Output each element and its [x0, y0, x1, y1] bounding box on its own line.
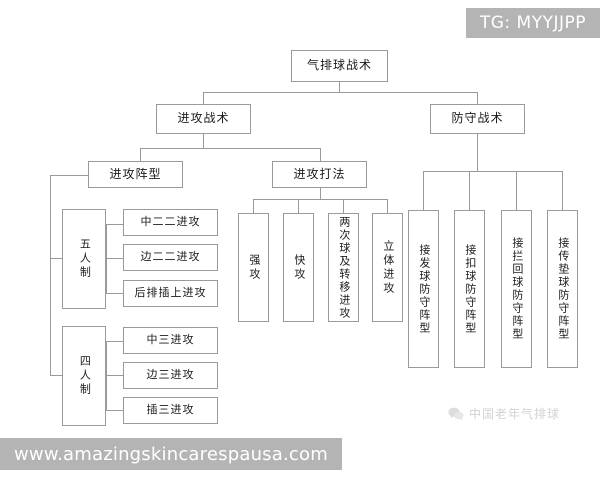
connector-method-stem-4 — [387, 199, 388, 213]
node-four-person-system[interactable]: 四人制 — [62, 326, 106, 426]
connector-offense-stem — [203, 92, 204, 104]
connector-four-vertical — [106, 341, 107, 410]
node-offense-formation[interactable]: 进攻阵型 — [88, 161, 183, 188]
connector-five-child-1 — [106, 224, 123, 225]
connector-method-stem-1 — [253, 199, 254, 213]
node-defense-formation-1[interactable]: 接发球防守阵型 — [408, 210, 439, 368]
wechat-icon — [448, 407, 464, 421]
node-defense-formation-2[interactable]: 接扣球防守阵型 — [454, 210, 485, 368]
node-attack-method-2[interactable]: 快攻 — [283, 213, 314, 322]
node-five-child-3[interactable]: 后排插上进攻 — [123, 280, 218, 307]
node-defense-formation-3[interactable]: 接拦回球防守阵型 — [501, 210, 532, 368]
node-defense-tactics[interactable]: 防守战术 — [430, 104, 525, 134]
node-four-child-3[interactable]: 插三进攻 — [123, 397, 218, 424]
connector-offense-down — [203, 134, 204, 148]
connector-defense-bar — [423, 171, 562, 172]
connector-level1-bar — [203, 92, 478, 93]
connector-formation-stem — [140, 148, 141, 161]
connector-formation-bracket — [50, 175, 51, 375]
connector-method-stem-2 — [298, 199, 299, 213]
watermark-account-label: 中国老年气排球 — [469, 407, 561, 421]
connector-offense-children-bar — [140, 148, 320, 149]
node-attack-method-4[interactable]: 立体进攻 — [372, 213, 403, 322]
connector-four-child-1 — [106, 341, 123, 342]
node-attack-method-1[interactable]: 强攻 — [238, 213, 269, 322]
node-four-child-1[interactable]: 中三进攻 — [123, 327, 218, 354]
connector-defense-stem-1 — [423, 171, 424, 210]
node-attack-method-3[interactable]: 两次球及转移进攻 — [328, 213, 359, 322]
connector-defense-stem-2 — [469, 171, 470, 210]
connector-method-stem-3 — [343, 199, 344, 213]
connector-five-child-3 — [106, 293, 123, 294]
watermark-account: 中国老年气排球 — [448, 405, 560, 422]
node-root[interactable]: 气排球战术 — [291, 50, 388, 82]
node-defense-formation-4[interactable]: 接传垫球防守阵型 — [547, 210, 578, 368]
connector-formation-left — [50, 175, 89, 176]
connector-method-bar — [253, 199, 387, 200]
connector-four-child-2 — [106, 375, 123, 376]
node-offense-tactics[interactable]: 进攻战术 — [156, 104, 251, 134]
node-five-child-1[interactable]: 中二二进攻 — [123, 209, 218, 236]
watermark-top-right: TG: MYYJJPP — [465, 8, 600, 38]
connector-method-stem — [320, 148, 321, 161]
node-four-child-2[interactable]: 边三进攻 — [123, 362, 218, 389]
connector-four-person — [50, 375, 62, 376]
connector-defense-stem-3 — [516, 171, 517, 210]
node-offense-method[interactable]: 进攻打法 — [272, 161, 367, 188]
connector-root-stem — [339, 82, 340, 92]
connector-four-child-3 — [106, 410, 123, 411]
connector-defense-stem — [477, 92, 478, 104]
connector-five-person — [50, 258, 62, 259]
node-five-person-system[interactable]: 五人制 — [62, 209, 106, 309]
node-five-child-2[interactable]: 边二二进攻 — [123, 244, 218, 271]
connector-five-vertical — [106, 224, 107, 293]
connector-five-child-2 — [106, 258, 123, 259]
watermark-bottom-url: www.amazingskincarespausa.com — [0, 438, 342, 470]
connector-method-down — [320, 187, 321, 199]
connector-defense-down — [477, 134, 478, 171]
connector-defense-stem-4 — [562, 171, 563, 210]
